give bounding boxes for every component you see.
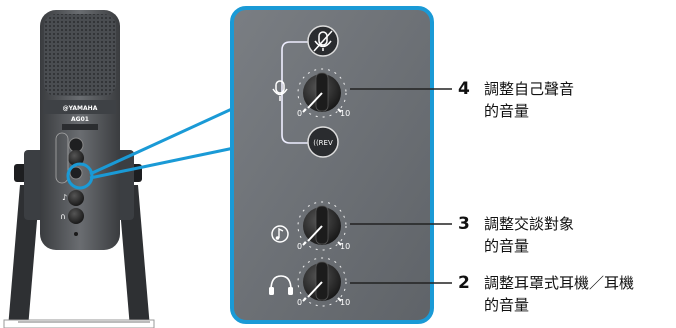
mini-headphone-icon: ∩ [60,212,66,221]
callout-4-number: 4 [458,79,470,99]
mic-grille [44,14,116,96]
stream-icon [271,225,289,243]
partner-knob-max: 10 [340,242,350,251]
microphone-device: @YAMAHA AG01 ♪ ∩ [3,10,155,328]
headphones-icon [269,275,293,295]
mini-rev-button [69,166,83,180]
headphones-knob-min: 0 [297,298,302,307]
callout-3-number: 3 [458,214,470,234]
partner-volume-knob: 0 10 [297,201,350,251]
callout-4-line2: 的音量 [484,102,530,120]
callout-3-line2: 的音量 [484,237,530,255]
callout-2-line1: 調整耳罩式耳機／耳機 [484,274,635,292]
mic-mute-icon [313,30,333,52]
mini-stream-icon: ♪ [62,193,67,202]
mini-mute-button [68,137,84,153]
rev-button: ((REV [307,126,339,158]
partner-knob-min: 0 [297,242,302,251]
zoomed-panel: 0 10 ((REV 0 10 [230,6,434,324]
brand-logo: @YAMAHA [63,105,98,112]
callout-2-line2: 的音量 [484,296,530,314]
stand-left-leg [8,185,40,328]
leader-lines [350,88,452,284]
rev-button-label: ((REV [313,139,333,147]
mute-button [307,25,339,57]
stand-right-leg [118,185,150,328]
callout-2-number: 2 [458,273,470,293]
mic-knob-min: 0 [297,109,302,118]
mini-mic-knob [68,150,84,166]
zoom-circle [66,162,94,190]
mic-volume-knob: 0 10 [297,68,350,118]
zoom-connector [66,106,235,190]
headphones-knob-max: 10 [340,298,350,307]
callout-3-line1: 調整交談對象 [484,215,575,233]
headphones-volume-knob: 0 10 [297,257,350,307]
model-name: AG01 [71,116,89,123]
mini-stream-knob [68,190,84,206]
mini-phones-knob [68,208,84,224]
callout-4-line1: 調整自己聲音 [484,80,575,98]
mic-icon [272,80,288,101]
mic-knob-max: 10 [340,109,350,118]
